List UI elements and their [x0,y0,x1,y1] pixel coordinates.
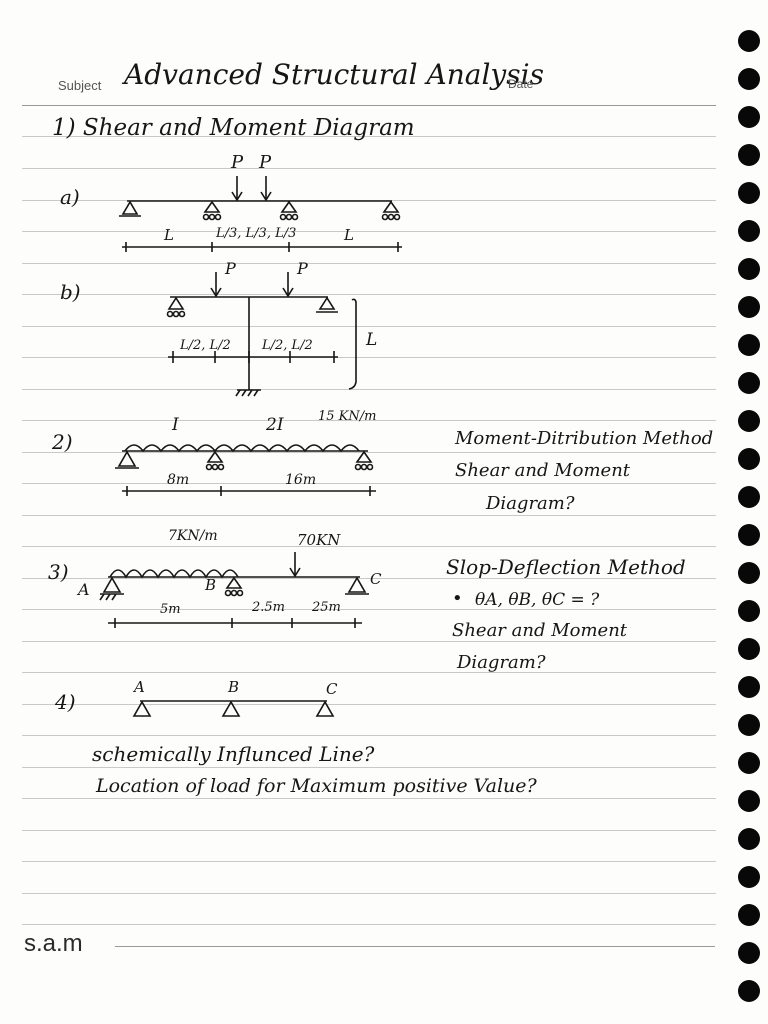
problem3-label: 3) [48,560,69,584]
height-1b: L [366,330,378,350]
frame-1b [166,272,357,397]
span-2-left: 8m [167,472,190,488]
span-2-right: 16m [285,472,317,488]
part-a-label: a) [60,185,80,209]
span-3-load-c: 25m [312,600,341,615]
node-4-c: C [326,680,338,698]
beam-2 [115,444,376,496]
dist-load-3: 7KN/m [168,528,218,544]
problem3-note-diagram: Diagram? [457,652,546,673]
load-1b-p1: P [225,259,236,278]
node-4-a: A [134,678,145,696]
stiffness-2i: 2I [266,415,284,435]
problem4-label: 4) [55,690,76,714]
problem3-note-method: Slop-Deflection Method [446,555,686,579]
dim-1b-right: L/2, L/2 [262,338,313,353]
load-1b-p2: P [297,259,308,278]
problem4-question-influence: schemically Influnced Line? [92,742,375,766]
dim-1a-left: L [164,226,174,244]
problem3-note-rotations: θA, θB, θC = ? [475,590,600,610]
beam-4 [132,700,335,717]
point-load-3: 70KN [297,531,341,549]
span-3-b-load: 2.5m [252,600,286,615]
load-2: 15 KN/m [318,409,377,424]
node-4-b: B [228,678,240,696]
load-1a-p1: P [231,152,244,173]
problem3-bullet: • [452,588,463,609]
dim-1a-right: L [344,226,354,244]
page-title: Advanced Structural Analysis [124,58,544,91]
node-3-a: A [78,580,90,599]
problem2-note-diagram: Diagram? [486,493,575,514]
problem2-note-shear: Shear and Moment [455,460,631,481]
beam-3 [99,552,369,628]
node-3-b: B [205,576,217,594]
dim-1a-middle: L/3, L/3, L/3 [216,226,297,241]
span-3-ab: 5m [160,602,181,617]
date-label: Date [508,77,534,91]
problem2-label: 2) [52,430,73,454]
part-b-label: b) [60,280,81,304]
problem3-note-shear: Shear and Moment [452,620,628,641]
problem1-heading: 1) Shear and Moment Diagram [52,115,415,141]
load-1a-p2: P [259,152,272,173]
stiffness-i: I [172,415,179,435]
node-3-c: C [370,570,382,588]
subject-label: Subject [58,78,102,93]
dim-1b-left: L/2, L/2 [180,338,231,353]
beam-1a [119,176,402,252]
problem2-note-method: Moment-Ditribution Method [455,428,714,449]
signature: s.a.m [24,930,83,957]
problem4-question-location: Location of load for Maximum positive Va… [96,775,537,797]
